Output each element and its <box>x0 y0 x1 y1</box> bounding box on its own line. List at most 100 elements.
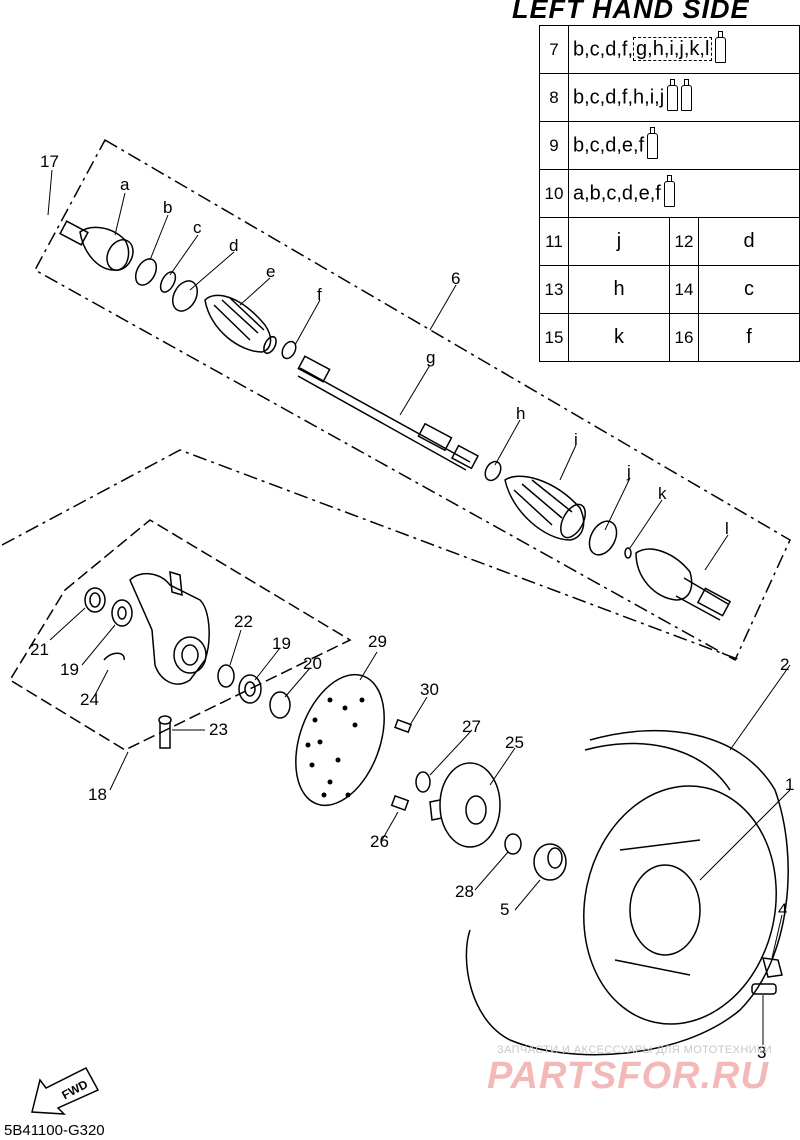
wheel-rim <box>583 785 777 1025</box>
callout-30: 30 <box>420 680 439 699</box>
callout-21: 21 <box>30 640 49 659</box>
pair-num: 15 <box>539 313 569 362</box>
callout-a: a <box>120 175 130 194</box>
boxed-parts: g,h,i,j,k,l <box>633 36 713 61</box>
table-row: 15 k 16 f <box>539 313 800 362</box>
callout-5: 5 <box>500 900 510 919</box>
callout-e: e <box>266 262 276 281</box>
grease-tube-icon <box>663 174 675 207</box>
row-parts: b,c,d,f,g,h,i,j,k,l <box>568 25 800 74</box>
nut-cap <box>533 843 567 881</box>
valve <box>751 983 777 995</box>
callout-18: 18 <box>88 785 107 804</box>
grease-tube-icon <box>681 78 693 111</box>
hub <box>429 762 501 848</box>
bearing-outer <box>111 599 133 627</box>
bearing-outer-inner <box>117 606 127 620</box>
inner-cv-joint <box>635 548 732 621</box>
outer-cv-joint <box>59 220 134 271</box>
callout-2: 2 <box>780 655 790 674</box>
inner-boot-band <box>588 520 618 556</box>
callout-4: 4 <box>778 900 788 919</box>
oil-seal-inner <box>269 691 291 719</box>
outer-boot <box>204 294 277 355</box>
steering-knuckle <box>129 570 210 685</box>
callout-3: 3 <box>757 1043 767 1062</box>
grease-tube-icon <box>647 126 659 159</box>
diagram-code: 5B41100-G320 <box>4 1122 105 1139</box>
callout-h: h <box>516 404 526 423</box>
table-row: 13 h 14 c <box>539 265 800 314</box>
spacer-28 <box>504 833 522 855</box>
row-parts: b,c,d,f,h,i,j <box>568 73 800 122</box>
callout-k: k <box>658 484 667 503</box>
callout-22: 22 <box>234 612 253 631</box>
wheel-nut <box>761 957 783 978</box>
pair-num: 12 <box>669 217 699 266</box>
table-row: 7 b,c,d,f,g,h,i,j,k,l <box>539 25 800 74</box>
hub-stud <box>390 794 410 812</box>
brake-disc <box>295 673 385 807</box>
callout-i: i <box>574 430 578 449</box>
tire <box>465 729 789 1056</box>
inner-clip <box>624 547 632 559</box>
inner-small-band <box>484 460 502 482</box>
watermark-logo: PARTSFOR.RU <box>487 1055 769 1097</box>
driveshaft-assembly-outline <box>33 138 791 662</box>
table-row: 11 j 12 d <box>539 217 800 266</box>
callout-29: 29 <box>368 632 387 651</box>
callout-1: 1 <box>785 775 795 794</box>
spacer <box>217 664 235 688</box>
pair-num: 13 <box>539 265 569 314</box>
pair-num: 16 <box>669 313 699 362</box>
row-num: 10 <box>539 169 569 218</box>
circlip <box>134 258 158 286</box>
row-parts: b,c,d,e,f <box>568 121 800 170</box>
disc-bolt <box>394 718 412 734</box>
bearing-inner <box>238 674 262 704</box>
callout-l: l <box>725 519 729 538</box>
oil-seal-outer <box>84 587 106 613</box>
callout-6: 6 <box>451 269 461 288</box>
inner-boot <box>504 475 586 541</box>
grease-tube-icon <box>715 30 727 63</box>
o-ring <box>415 771 431 793</box>
callout-17: 17 <box>40 152 59 171</box>
callout-f: f <box>317 285 322 304</box>
callout-25: 25 <box>505 733 524 752</box>
knuckle-group-line <box>1 449 741 661</box>
row-num: 7 <box>539 25 569 74</box>
callout-b: b <box>163 198 173 217</box>
callout-d: d <box>229 236 239 255</box>
callout-27: 27 <box>462 717 481 736</box>
leader-lines <box>47 169 791 1045</box>
row-num: 9 <box>539 121 569 170</box>
callout-26: 26 <box>370 832 389 851</box>
pair-val: h <box>568 265 670 314</box>
knuckle-assembly-outline <box>8 519 352 751</box>
pair-num: 11 <box>539 217 569 266</box>
small-band <box>281 340 297 360</box>
callout-24: 24 <box>80 690 99 709</box>
callout-c: c <box>193 218 202 237</box>
callout-19-inner: 19 <box>272 634 291 653</box>
pair-val: k <box>568 313 670 362</box>
pair-num: 14 <box>669 265 699 314</box>
watermark-subtitle: ЗАПЧАСТИ И АКСЕССУАРЫ ДЛЯ МОТОТЕХНИКИ <box>497 1044 773 1056</box>
pair-val: j <box>568 217 670 266</box>
drive-shaft <box>297 355 480 471</box>
bearing-inner-core <box>244 681 256 697</box>
page-title: LEFT HAND SIDE <box>512 0 750 24</box>
callout-j: j <box>627 462 631 481</box>
oil-seal-outer-inner <box>89 592 101 608</box>
callout-g: g <box>426 348 436 367</box>
circlip-knuckle <box>103 652 125 661</box>
pair-val: f <box>698 313 800 362</box>
clip <box>159 271 177 293</box>
pair-val: d <box>698 217 800 266</box>
callout-28: 28 <box>455 882 474 901</box>
parts-table: 7 b,c,d,f,g,h,i,j,k,l 8 b,c,d,f,h,i,j 9 … <box>539 25 800 362</box>
row-num: 8 <box>539 73 569 122</box>
table-row: 8 b,c,d,f,h,i,j <box>539 73 800 122</box>
